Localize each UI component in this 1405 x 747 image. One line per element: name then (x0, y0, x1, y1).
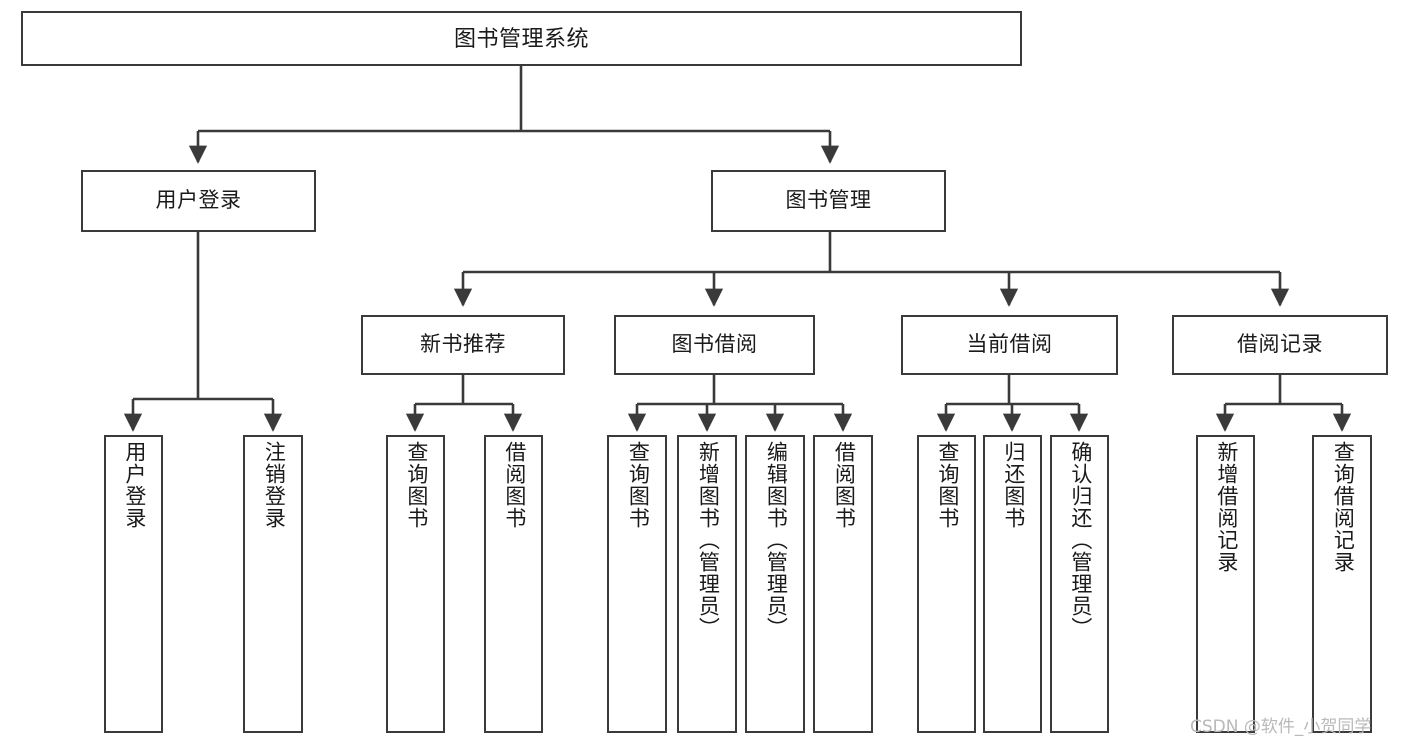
node-label: 编辑图书（管理员） (764, 441, 788, 639)
node-label: 图书借阅 (671, 332, 758, 356)
node-label: 图书管理系统 (453, 25, 589, 51)
node-book-management[interactable]: 图书管理 (711, 170, 946, 232)
node-label: 新增借阅记录 (1214, 441, 1238, 573)
node-root-system[interactable]: 图书管理系统 (21, 11, 1022, 66)
node-label: 借阅图书 (832, 441, 856, 529)
node-leaf-user-logout[interactable]: 注销登录 (243, 435, 303, 733)
node-label: 归还图书 (1001, 441, 1025, 529)
node-leaf-recommend-borrow-book[interactable]: 借阅图书 (484, 435, 543, 733)
node-label: 查询图书 (626, 441, 650, 529)
node-leaf-current-confirm-return-admin[interactable]: 确认归还（管理员） (1050, 435, 1109, 733)
node-label: 查询图书 (935, 441, 959, 529)
node-label: 确认归还（管理员） (1068, 441, 1092, 639)
csdn-watermark: CSDN @软件_小贺同学 (1190, 717, 1372, 737)
node-label: 借阅图书 (502, 441, 526, 529)
node-borrow-record[interactable]: 借阅记录 (1172, 315, 1388, 375)
node-label: 用户登录 (122, 441, 146, 529)
node-new-book-recommend[interactable]: 新书推荐 (361, 315, 565, 375)
node-label: 查询借阅记录 (1331, 441, 1355, 573)
node-user-login[interactable]: 用户登录 (81, 170, 316, 232)
node-leaf-current-query-book[interactable]: 查询图书 (917, 435, 976, 733)
node-label: 借阅记录 (1237, 332, 1323, 356)
node-leaf-current-return-book[interactable]: 归还图书 (983, 435, 1042, 733)
node-label: 注销登录 (262, 441, 286, 529)
node-label: 新书推荐 (420, 332, 506, 356)
node-label: 图书管理 (785, 188, 872, 212)
node-label: 当前借阅 (966, 332, 1053, 356)
node-leaf-borrow-query-book[interactable]: 查询图书 (607, 435, 667, 733)
node-leaf-borrow-edit-book-admin[interactable]: 编辑图书（管理员） (745, 435, 805, 733)
node-leaf-record-query[interactable]: 查询借阅记录 (1312, 435, 1372, 733)
node-label: 查询图书 (404, 441, 428, 529)
node-leaf-borrow-add-book-admin[interactable]: 新增图书（管理员） (677, 435, 737, 733)
node-leaf-user-login[interactable]: 用户登录 (104, 435, 163, 733)
node-label: 用户登录 (155, 188, 242, 212)
node-label: 新增图书（管理员） (696, 441, 720, 639)
node-leaf-borrow-borrow-book[interactable]: 借阅图书 (813, 435, 873, 733)
node-leaf-record-add[interactable]: 新增借阅记录 (1196, 435, 1255, 733)
node-leaf-recommend-query-book[interactable]: 查询图书 (386, 435, 445, 733)
node-book-borrow[interactable]: 图书借阅 (614, 315, 815, 375)
node-current-borrow[interactable]: 当前借阅 (901, 315, 1118, 375)
